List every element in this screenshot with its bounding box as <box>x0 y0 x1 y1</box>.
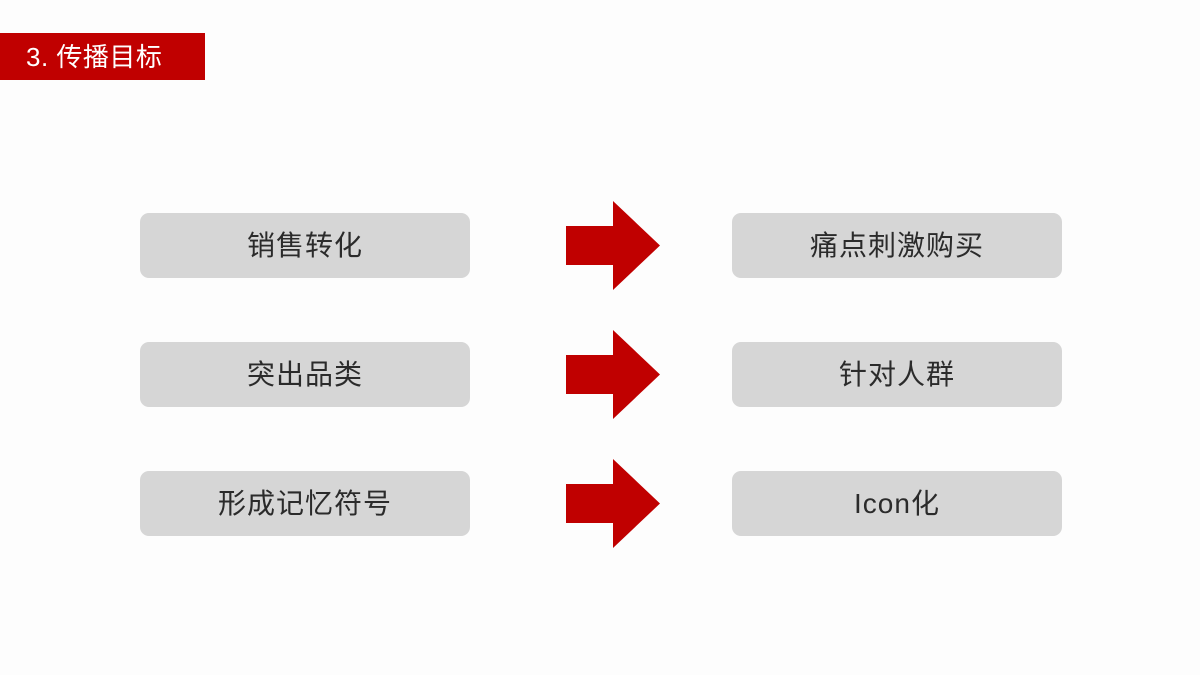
flow-row: 形成记忆符号 Icon化 <box>0 459 1200 548</box>
flow-source-box[interactable]: 突出品类 <box>140 342 470 407</box>
flow-diagram: 销售转化 痛点刺激购买 突出品类 针对人群 <box>0 201 1200 548</box>
flow-source-box[interactable]: 销售转化 <box>140 213 470 278</box>
flow-target-label: Icon化 <box>854 487 940 519</box>
flow-target-box[interactable]: 痛点刺激购买 <box>732 213 1062 278</box>
flow-source-label: 形成记忆符号 <box>217 487 392 519</box>
flow-target-box[interactable]: 针对人群 <box>732 342 1062 407</box>
flow-source-label: 突出品类 <box>246 358 363 390</box>
right-arrow-icon <box>566 330 660 419</box>
flow-source-box[interactable]: 形成记忆符号 <box>140 471 470 536</box>
flow-source-label: 销售转化 <box>246 229 363 261</box>
page-title: 3. 传播目标 <box>26 41 163 72</box>
flow-row: 销售转化 痛点刺激购买 <box>0 201 1200 290</box>
right-arrow-icon <box>566 459 660 548</box>
flow-target-box[interactable]: Icon化 <box>732 471 1062 536</box>
section-title-banner: 3. 传播目标 <box>0 33 205 80</box>
flow-row: 突出品类 针对人群 <box>0 330 1200 419</box>
right-arrow-icon <box>566 201 660 290</box>
flow-target-label: 针对人群 <box>838 358 955 390</box>
flow-target-label: 痛点刺激购买 <box>809 229 984 261</box>
